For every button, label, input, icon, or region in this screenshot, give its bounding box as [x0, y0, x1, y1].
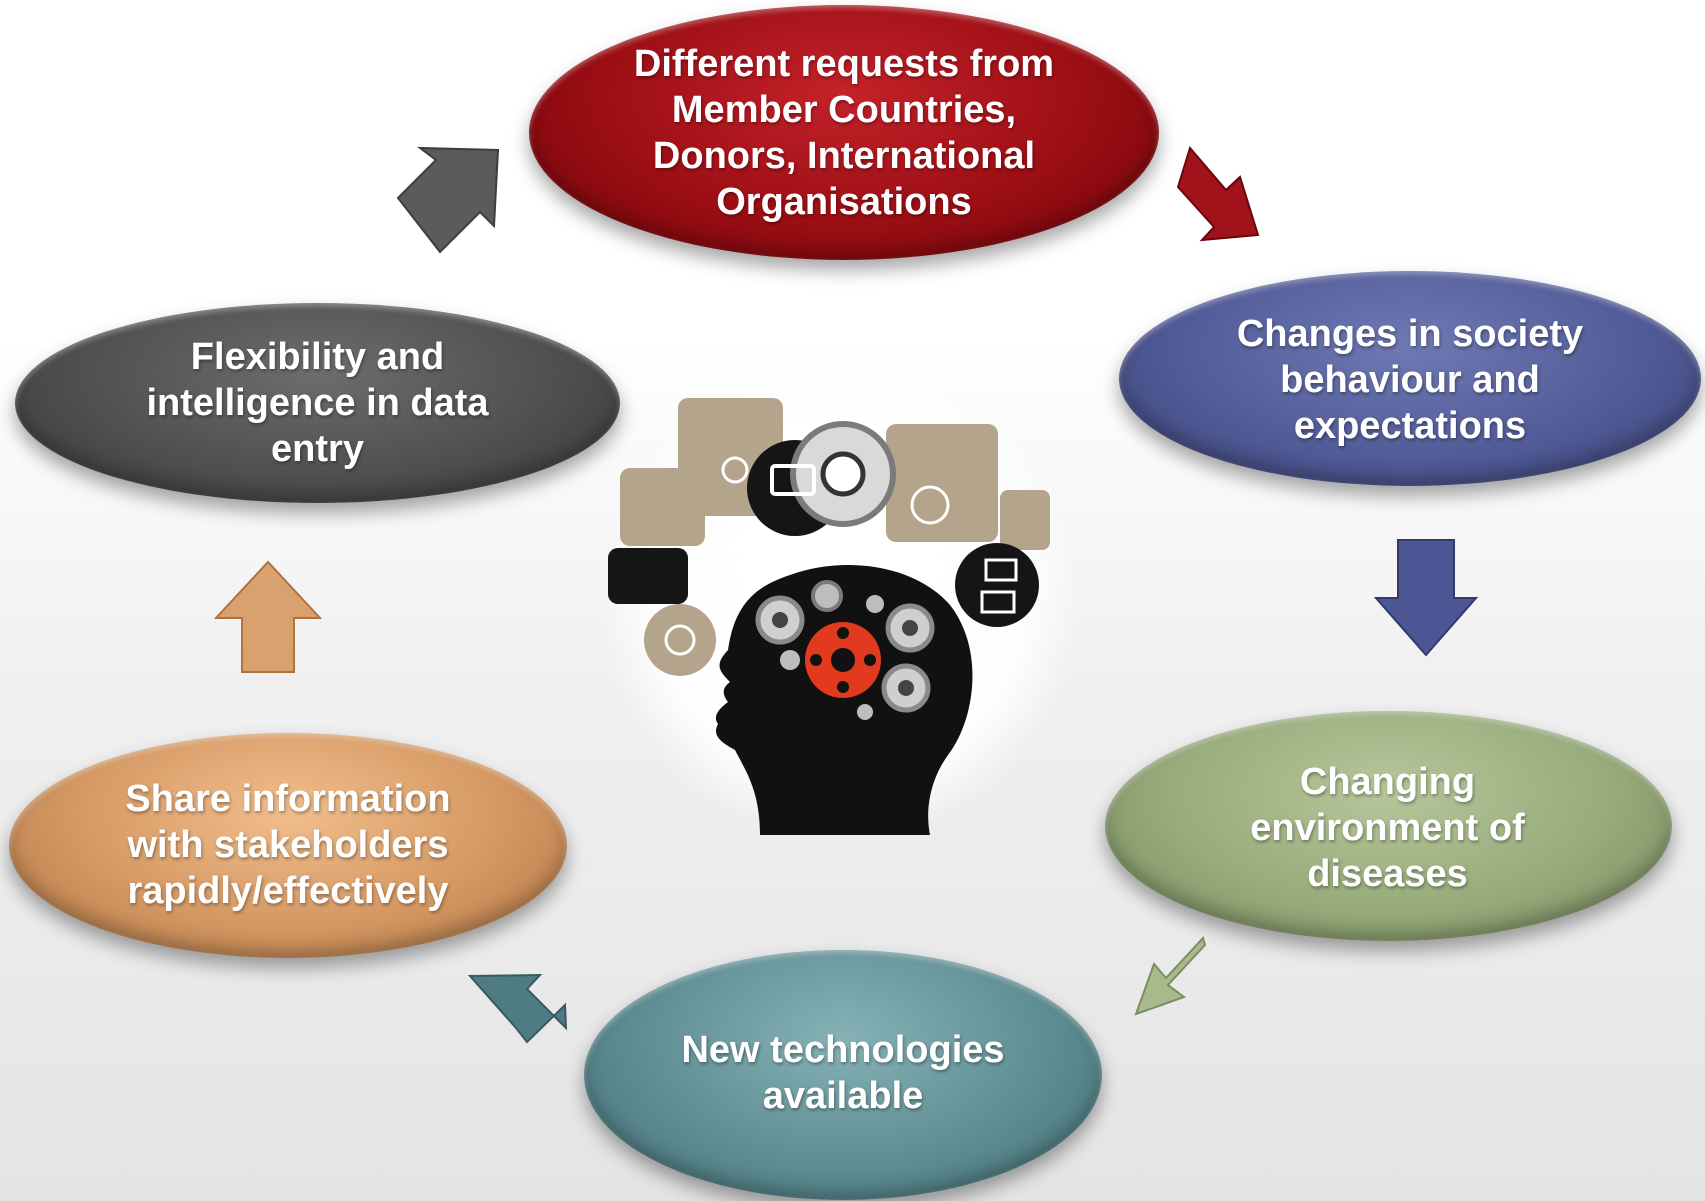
node-disease-environment	[1105, 711, 1672, 941]
arrow-up-right-icon	[396, 146, 500, 254]
label-line: New technologies	[681, 1028, 1005, 1071]
node-new-technologies-label: New technologies available	[640, 985, 1046, 1160]
label-line: Share information	[125, 778, 451, 820]
thought-bubbles	[608, 398, 1050, 676]
node-new-technologies	[584, 950, 1102, 1200]
label-line: Organisations	[716, 180, 972, 223]
label-line: with stakeholders	[127, 824, 449, 866]
arrow-up-left-icon	[467, 973, 568, 1044]
label-line: Different requests from	[633, 42, 1055, 85]
label-line: rapidly/effectively	[127, 870, 449, 912]
label-line: available	[762, 1074, 924, 1117]
label-line: Member Countries,	[671, 88, 1017, 131]
node-member-requests-label: Different requests from Member Countries…	[589, 30, 1099, 235]
node-share-information-label: Share information with stakeholders rapi…	[60, 755, 516, 935]
node-disease-environment-label: Changing environment of diseases	[1160, 740, 1615, 915]
arrow-down-left-icon	[1134, 936, 1207, 1016]
arrow-up-icon	[213, 560, 323, 673]
label-line: expectations	[1293, 405, 1527, 447]
node-society-changes-label: Changes in society behaviour and expecta…	[1175, 295, 1645, 465]
arrow-down-right-icon	[1176, 145, 1260, 242]
arrow-down-icon	[1373, 539, 1479, 657]
label-line: Changing	[1299, 760, 1476, 803]
node-society-changes	[1119, 271, 1701, 486]
node-flexibility	[15, 303, 620, 503]
node-flexibility-label: Flexibility and intelligence in data ent…	[75, 315, 560, 490]
node-share-information	[9, 733, 567, 958]
brain-gears	[755, 580, 935, 720]
label-line: diseases	[1307, 852, 1468, 895]
label-line: environment of	[1250, 806, 1525, 849]
node-member-requests	[529, 5, 1159, 260]
label-line: entry	[271, 427, 364, 470]
label-line: behaviour and	[1280, 359, 1540, 401]
label-line: Donors, International	[652, 134, 1036, 177]
label-line: Changes in society	[1236, 313, 1584, 355]
label-line: Flexibility and	[190, 335, 445, 378]
label-line: intelligence in data	[146, 381, 489, 424]
